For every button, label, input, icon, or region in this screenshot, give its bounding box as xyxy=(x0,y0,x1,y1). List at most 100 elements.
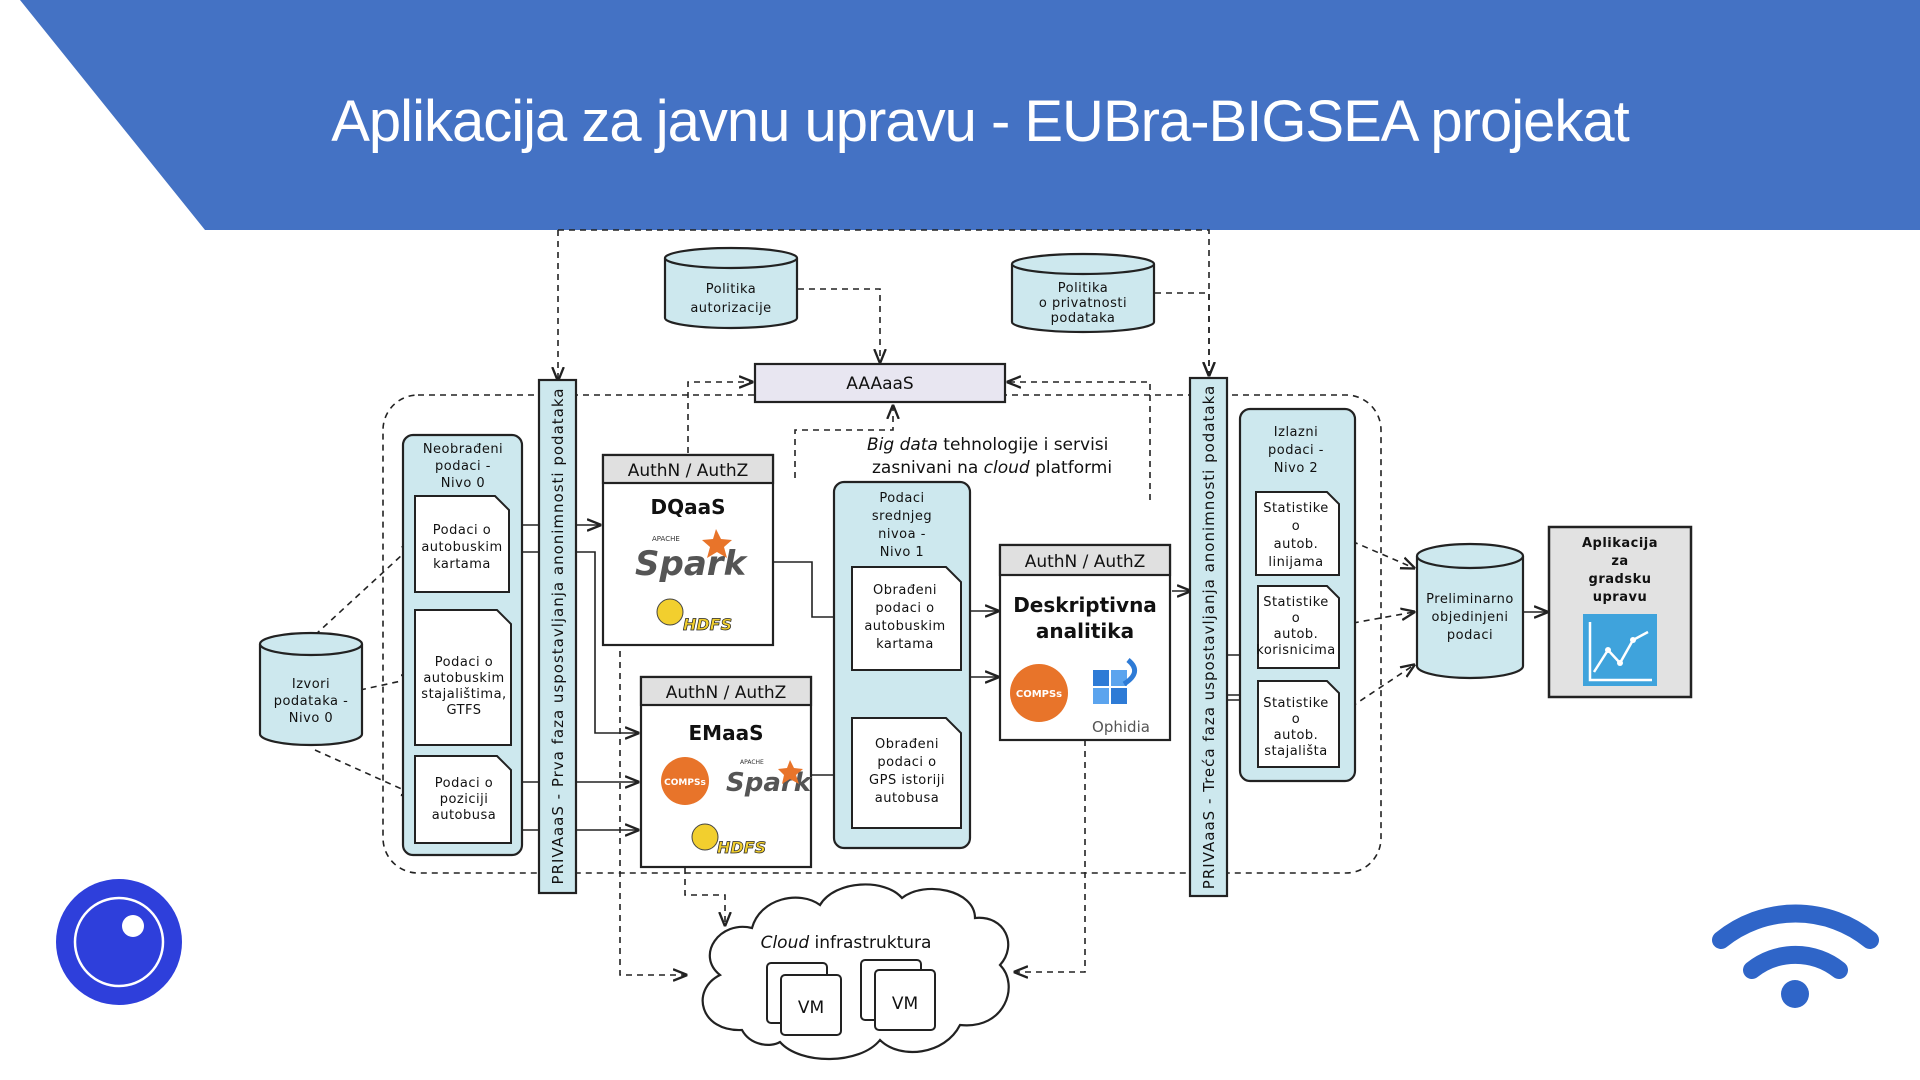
raw-panel-title: Nivo 0 xyxy=(441,476,485,491)
svg-text:o: o xyxy=(1292,611,1300,626)
mid-level-panel: Podaci srednjeg nivoa - Nivo 1 Obrađeni … xyxy=(832,480,972,850)
emaas-service: AuthN / AuthZ EMaaS COMPSs APACHE Spark … xyxy=(639,675,813,869)
document-bus-stops: Podaci o autobuskim stajalištima, GTFS xyxy=(414,609,512,746)
privaaas-third-label: PRIVAaaS - Treća faza uspostavljanja ano… xyxy=(1200,385,1218,889)
svg-text:autobuskim: autobuskim xyxy=(864,619,945,634)
svg-text:Podaci o: Podaci o xyxy=(435,655,493,670)
cloud-infrastructure: Cloud infrastruktura VM VM xyxy=(701,883,1010,1061)
svg-text:poziciji: poziciji xyxy=(440,792,489,807)
svg-text:COMPSs: COMPSs xyxy=(664,778,706,788)
svg-text:Statistike: Statistike xyxy=(1263,595,1329,610)
source-line: podataka - xyxy=(274,694,349,709)
raw-panel-title: Neobrađeni xyxy=(423,442,503,457)
mid-panel-title: nivoa - xyxy=(878,527,926,542)
svg-text:VM: VM xyxy=(798,998,824,1018)
mid-panel-title: Nivo 1 xyxy=(880,545,924,560)
compss-logo-icon: COMPSs xyxy=(1010,664,1068,722)
svg-text:stajalištima,: stajalištima, xyxy=(421,687,506,702)
cloud-label: Cloud infrastruktura xyxy=(761,933,932,953)
out-panel-title: podaci - xyxy=(1268,443,1324,458)
vm-box: VM xyxy=(766,962,842,1036)
document-user-stats: Statistike o autob. korisnicima xyxy=(1256,585,1340,669)
svg-text:Obrađeni: Obrađeni xyxy=(875,737,939,752)
policy-auth-line: autorizacije xyxy=(690,301,771,316)
svg-text:HDFS: HDFS xyxy=(717,838,766,857)
output-panel: Izlazni podaci - Nivo 2 Statistike o aut… xyxy=(1238,407,1357,783)
app-line: upravu xyxy=(1593,590,1647,605)
svg-text:APACHE: APACHE xyxy=(740,759,764,766)
app-line: Aplikacija xyxy=(1582,536,1658,551)
svg-text:podaci o: podaci o xyxy=(875,601,934,616)
hdfs-logo-icon: HDFS xyxy=(691,823,766,857)
svg-text:Podaci o: Podaci o xyxy=(433,523,491,538)
svg-text:korisnicima: korisnicima xyxy=(1256,643,1336,658)
policy-privacy-line: o privatnosti xyxy=(1039,296,1127,311)
svg-text:Podaci o: Podaci o xyxy=(435,776,493,791)
emaas-header: AuthN / AuthZ xyxy=(666,683,787,703)
svg-text:autob.: autob. xyxy=(1274,537,1319,552)
policy-privacy-line: podataka xyxy=(1051,311,1116,326)
emaas-name: EMaaS xyxy=(689,721,764,745)
descriptive-name: analitika xyxy=(1036,619,1134,643)
mid-panel-title: Podaci xyxy=(879,491,924,506)
document-processed-bus-cards: Obrađeni podaci o autobuskim kartama xyxy=(851,566,962,671)
svg-text:Spark: Spark xyxy=(726,768,813,798)
bigdata-note-line2: zasnivani na cloud platformi xyxy=(872,458,1112,478)
svg-text:autobuskim: autobuskim xyxy=(423,671,504,686)
document-bus-position: Podaci o poziciji autobusa xyxy=(414,755,512,844)
title-banner xyxy=(0,0,1920,230)
svg-text:COMPSs: COMPSs xyxy=(1016,689,1062,700)
svg-text:Spark: Spark xyxy=(635,544,749,584)
dqaas-service: AuthN / AuthZ DQaaS APACHE Spark HDFS xyxy=(601,453,775,647)
policy-privacy-line: Politika xyxy=(1058,281,1109,296)
dqaas-name: DQaaS xyxy=(651,495,726,519)
prelim-line: objedinjeni xyxy=(1432,610,1509,625)
svg-text:Statistike: Statistike xyxy=(1263,696,1329,711)
spark-logo-icon: APACHE Spark xyxy=(726,759,813,798)
svg-text:GTFS: GTFS xyxy=(446,703,481,718)
out-panel-title: Nivo 2 xyxy=(1274,461,1318,476)
policy-authorization-cylinder: Politika autorizacije xyxy=(663,246,799,330)
svg-text:GPS istoriji: GPS istoriji xyxy=(869,773,945,788)
vm-box: VM xyxy=(860,959,936,1031)
aaaas-label: AAAaaS xyxy=(846,374,913,394)
wifi-icon xyxy=(1712,904,1879,1008)
hdfs-logo-icon: HDFS xyxy=(656,598,732,634)
app-line: za xyxy=(1611,554,1628,569)
privaaas-first-label: PRIVAaaS - Prva faza uspostavljanja anon… xyxy=(549,388,567,885)
svg-text:kartama: kartama xyxy=(876,637,934,652)
slide-title: Aplikacija za javnu upravu - EUBra-BIGSE… xyxy=(331,89,1630,154)
brand-logo-icon xyxy=(56,879,182,1005)
dqaas-header: AuthN / AuthZ xyxy=(628,461,749,481)
source-line: Nivo 0 xyxy=(289,711,333,726)
descriptive-name: Deskriptivna xyxy=(1013,593,1157,617)
svg-text:autob.: autob. xyxy=(1274,728,1319,743)
raw-data-panel: Neobrađeni podaci - Nivo 0 Podaci o auto… xyxy=(401,433,524,857)
spark-logo-icon: APACHE Spark xyxy=(635,529,749,584)
policy-privacy-cylinder: Politika o privatnosti podataka xyxy=(1010,252,1156,334)
document-processed-gps: Obrađeni podaci o GPS istoriji autobusa xyxy=(851,717,962,829)
svg-text:Ophidia: Ophidia xyxy=(1092,718,1150,736)
svg-text:stajališta: stajališta xyxy=(1264,744,1327,759)
ophidia-logo-icon: Ophidia xyxy=(1092,658,1150,736)
svg-text:HDFS: HDFS xyxy=(683,615,732,634)
svg-text:autob.: autob. xyxy=(1274,627,1319,642)
policy-auth-line: Politika xyxy=(706,282,757,297)
mid-panel-title: srednjeg xyxy=(872,509,932,524)
svg-text:Statistike: Statistike xyxy=(1263,501,1329,516)
line-chart-icon xyxy=(1583,614,1657,686)
descriptive-analytics-service: AuthN / AuthZ Deskriptivna analitika COM… xyxy=(998,543,1172,742)
document-line-stats: Statistike o autob. linijama xyxy=(1255,491,1340,576)
out-panel-title: Izlazni xyxy=(1274,425,1318,440)
source-line: Izvori xyxy=(292,677,330,692)
descriptive-header: AuthN / AuthZ xyxy=(1025,552,1146,572)
svg-text:o: o xyxy=(1292,712,1300,727)
raw-panel-title: podaci - xyxy=(435,459,491,474)
svg-text:autobusa: autobusa xyxy=(875,791,940,806)
city-app-box: Aplikacija za gradsku upravu xyxy=(1547,525,1693,699)
svg-text:kartama: kartama xyxy=(433,557,491,572)
svg-text:autobusa: autobusa xyxy=(432,808,497,823)
svg-text:podaci o: podaci o xyxy=(877,755,936,770)
prelim-line: podaci xyxy=(1447,628,1493,643)
